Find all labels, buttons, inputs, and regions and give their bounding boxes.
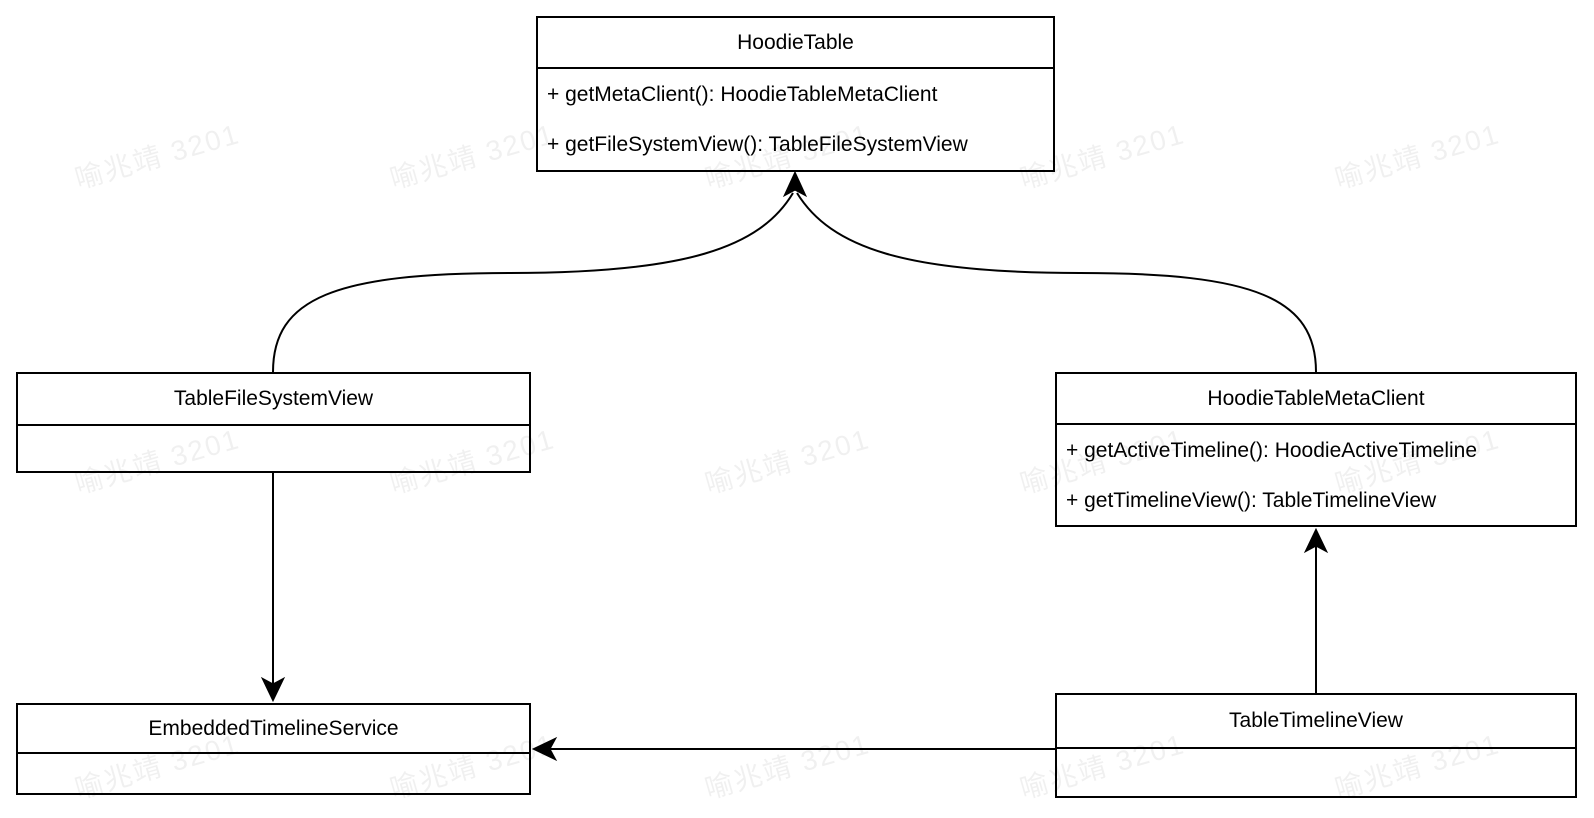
class-title-embedded-timeline-service: EmbeddedTimelineService (18, 705, 529, 754)
edge-hoodietablemetaclient-to-hoodietable (796, 192, 1317, 373)
class-methods-hoodie-table: + getMetaClient(): HoodieTableMetaClient… (538, 69, 1053, 170)
watermark-text: 喻兆靖 3201 (71, 117, 244, 195)
class-methods-table-file-system-view (18, 426, 529, 471)
watermark-text: 喻兆靖 3201 (386, 117, 559, 195)
class-methods-hoodie-table-meta-client: + getActiveTimeline(): HoodieActiveTimel… (1057, 425, 1575, 525)
class-title-table-file-system-view: TableFileSystemView (18, 374, 529, 426)
arrowhead-up-hoodietable (782, 170, 808, 198)
arrowhead-left-embeddedtimelineservice (531, 736, 558, 762)
class-title-hoodie-table: HoodieTable (538, 18, 1053, 69)
class-box-table-file-system-view: TableFileSystemView (16, 372, 531, 473)
class-title-table-timeline-view: TableTimelineView (1057, 695, 1575, 749)
method-get-active-timeline: + getActiveTimeline(): HoodieActiveTimel… (1066, 438, 1478, 462)
watermark-text: 喻兆靖 3201 (701, 422, 874, 500)
class-methods-table-timeline-view (1057, 749, 1575, 796)
method-get-file-system-view: + getFileSystemView(): TableFileSystemVi… (547, 133, 968, 157)
method-get-timeline-view: + getTimelineView(): TableTimelineView (1066, 488, 1437, 512)
edge-tablefilesystemview-to-hoodietable (272, 192, 794, 373)
class-box-hoodie-table: HoodieTable + getMetaClient(): HoodieTab… (536, 16, 1055, 172)
method-get-meta-client: + getMetaClient(): HoodieTableMetaClient (547, 82, 938, 106)
watermark-text: 喻兆靖 3201 (701, 727, 874, 805)
class-box-table-timeline-view: TableTimelineView (1055, 693, 1577, 798)
watermark-text: 喻兆靖 3201 (1331, 117, 1504, 195)
class-box-embedded-timeline-service: EmbeddedTimelineService (16, 703, 531, 795)
class-methods-embedded-timeline-service (18, 754, 529, 793)
class-title-hoodie-table-meta-client: HoodieTableMetaClient (1057, 374, 1575, 425)
arrowhead-down-embeddedtimelineservice (260, 676, 286, 703)
arrowhead-up-hoodietablemetaclient (1303, 527, 1329, 554)
class-box-hoodie-table-meta-client: HoodieTableMetaClient + getActiveTimelin… (1055, 372, 1577, 527)
